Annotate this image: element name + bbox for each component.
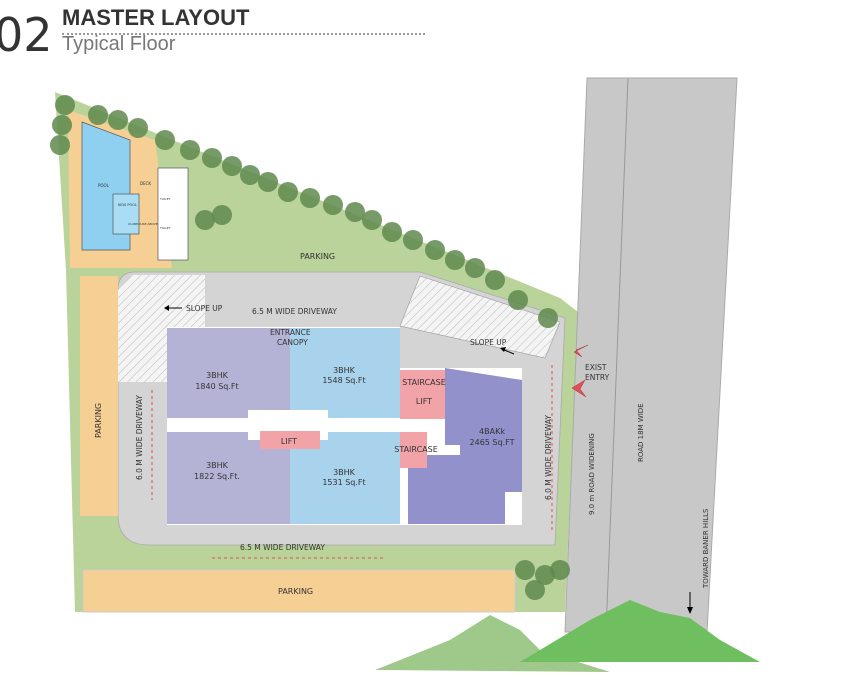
kids-pool-label: KIDS POOL — [118, 203, 137, 207]
tree-icon — [403, 230, 423, 250]
tree-icon — [128, 118, 148, 138]
driveway-top-label: 6.5 M WIDE DRIVEWAY — [252, 307, 337, 316]
staircase-label: STAIRCASE — [402, 378, 446, 387]
tree-icon — [108, 110, 128, 130]
unit-type: 3BHK — [206, 371, 229, 380]
driveway-left-label: 6.0 M WIDE DRIVEWAY — [135, 395, 144, 480]
exit-label: EXIST — [585, 363, 607, 372]
deck-label: DECK — [140, 181, 151, 186]
tree-icon — [345, 202, 365, 222]
tree-icon — [425, 240, 445, 260]
unit-1840 — [167, 328, 290, 418]
tree-icon — [52, 115, 72, 135]
tree-icon — [55, 95, 75, 115]
parking-left-label: PARKING — [94, 403, 103, 438]
unit-type: 4BAKk — [479, 427, 505, 436]
road-label: ROAD 18M WIDE — [637, 403, 645, 462]
unit-2465 — [408, 368, 522, 524]
tree-icon — [212, 205, 232, 225]
unit-area: 2465 Sq.FT — [470, 438, 515, 447]
toilet-label: TOILET — [159, 197, 171, 201]
road-widening-label: 9.0 m ROAD WIDENING — [588, 433, 596, 515]
entrance-label: ENTRANCE — [270, 328, 311, 337]
tree-icon — [550, 560, 570, 580]
unit-type: 3BHK — [206, 461, 229, 470]
tree-icon — [202, 148, 222, 168]
section-number: 02 — [0, 8, 53, 62]
tree-icon — [538, 308, 558, 328]
page-title: MASTER LAYOUT — [62, 5, 250, 30]
staircase-top — [400, 370, 445, 419]
unit-1548 — [290, 328, 400, 418]
clubhouse-label: CLUBHOUSE ABOVE — [128, 222, 158, 226]
tree-icon — [222, 156, 242, 176]
mountain-icon — [520, 600, 760, 662]
tree-icon — [508, 290, 528, 310]
entry-arrow-icon — [571, 379, 587, 398]
unit-area: 1840 Sq.Ft — [195, 382, 238, 391]
kids-pool — [112, 193, 140, 235]
driveway-bottom-label: 6.5 M WIDE DRIVEWAY — [240, 543, 325, 552]
clubhouse-stair — [157, 167, 189, 261]
parking-left — [80, 276, 118, 516]
lift-label: LIFT — [416, 397, 432, 406]
tree-icon — [362, 210, 382, 230]
toilet-label: TOILET — [159, 226, 171, 230]
unit-area: 1548 Sq.Ft — [322, 376, 365, 385]
lift-label: LIFT — [281, 437, 297, 446]
tree-icon — [88, 105, 108, 125]
unit-area: 1822 Sq.Ft. — [194, 472, 240, 481]
entry-label: ENTRY — [585, 373, 610, 382]
tree-icon — [465, 258, 485, 278]
tree-icon — [445, 250, 465, 270]
tree-icon — [258, 172, 278, 192]
tree-icon — [195, 210, 215, 230]
tree-icon — [382, 222, 402, 242]
staircase-bottom — [400, 432, 427, 468]
unit-area: 1531 Sq.Ft — [322, 478, 365, 487]
tree-icon — [50, 135, 70, 155]
staircase-label: STAIRCASE — [394, 445, 438, 454]
toward-label: TOWARD BANER HILLS — [702, 508, 710, 589]
canopy-label: CANOPY — [277, 338, 308, 347]
tree-icon — [515, 560, 535, 580]
tree-icon — [300, 188, 320, 208]
tree-icon — [155, 130, 175, 150]
unit-type: 3BHK — [333, 366, 356, 375]
driveway-right-label: 6.0 M WIDE DRIVEWAY — [544, 415, 553, 500]
tree-icon — [278, 182, 298, 202]
exit-arrow-icon — [573, 344, 589, 358]
road — [564, 77, 738, 633]
slope-up-right-label: SLOPE UP — [470, 338, 507, 347]
divider — [62, 33, 425, 35]
unit-type: 3BHK — [333, 468, 356, 477]
parking-bottom — [82, 569, 516, 613]
tree-icon — [323, 195, 343, 215]
tree-icon — [240, 165, 260, 185]
parking-top-label: PARKING — [300, 252, 335, 261]
pool-label: POOL — [98, 183, 110, 188]
lift-center — [260, 431, 320, 449]
tree-icon — [485, 270, 505, 290]
page-subtitle: Typical Floor — [62, 33, 176, 55]
parking-bottom-label: PARKING — [278, 587, 313, 596]
tree-icons — [50, 95, 570, 600]
tree-icon — [180, 140, 200, 160]
slope-up-left-label: SLOPE UP — [186, 304, 223, 313]
tree-icon — [525, 580, 545, 600]
